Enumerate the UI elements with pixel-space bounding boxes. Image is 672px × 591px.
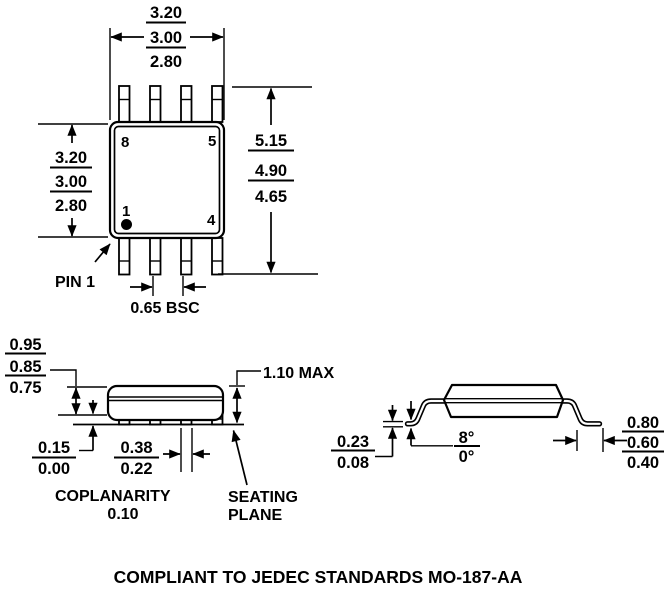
lead-span-typ: 4.90 <box>255 162 287 180</box>
lead-width-min: 0.22 <box>120 460 152 478</box>
front-body-outline <box>106 384 225 422</box>
body-thickness-max: 0.95 <box>9 336 41 354</box>
front-view: 0.95 0.85 0.75 0.15 0.00 0.38 0.22 1.10 … <box>5 336 334 524</box>
coplanarity-value: 0.10 <box>107 506 138 523</box>
seating-plane-label-line1: SEATING <box>228 489 298 506</box>
pin-number-8: 8 <box>121 134 129 151</box>
body-width-min: 2.80 <box>150 53 182 71</box>
lead-width-max: 0.38 <box>120 439 152 457</box>
top-view: 3.20 3.00 2.80 8 5 1 4 3.20 <box>38 4 318 317</box>
leader-line <box>50 369 77 386</box>
foot-length-max: 0.80 <box>627 414 659 432</box>
lead-span-max: 5.15 <box>255 132 287 150</box>
body-width-typ: 3.00 <box>150 29 182 47</box>
leader-line <box>236 370 261 385</box>
top-leads <box>118 85 224 123</box>
package-body-inner-outline <box>113 125 221 235</box>
lead-angle-min: 0° <box>459 448 475 466</box>
side-body-outline <box>442 383 565 419</box>
side-lead-right <box>558 398 603 427</box>
foot-length-typ: 0.60 <box>627 434 659 452</box>
body-height-min: 2.80 <box>55 197 87 215</box>
pin1-arrow <box>94 243 111 263</box>
body-height-typ: 3.00 <box>55 173 87 191</box>
side-view: 0.23 0.08 8° 0° 0.80 0.60 0.40 <box>331 383 664 472</box>
overall-height-label: 1.10 MAX <box>263 365 334 382</box>
body-width-max: 3.20 <box>150 4 182 22</box>
body-height-max: 3.20 <box>55 149 87 167</box>
lead-thickness-max: 0.23 <box>337 433 369 451</box>
pin1-dot <box>121 219 132 230</box>
pin-number-5: 5 <box>208 133 216 150</box>
standoff-min: 0.00 <box>38 460 70 478</box>
package-body-outline <box>108 120 226 240</box>
standoff-max: 0.15 <box>38 439 70 457</box>
side-lead-left <box>404 398 449 427</box>
body-thickness-min: 0.75 <box>9 379 41 397</box>
lead-span-min: 4.65 <box>255 188 287 206</box>
body-thickness-typ: 0.85 <box>9 358 41 376</box>
lead-pitch-label: 0.65 BSC <box>130 300 200 317</box>
bottom-leads <box>118 237 224 276</box>
lead-thickness-min: 0.08 <box>337 454 369 472</box>
coplanarity-label: COPLANARITY <box>55 488 171 505</box>
pin1-label: PIN 1 <box>55 274 95 291</box>
pin-number-4: 4 <box>207 212 216 229</box>
seating-plane-label-line2: PLANE <box>228 507 283 524</box>
lead-angle-max: 8° <box>459 429 475 447</box>
foot-length-min: 0.40 <box>627 454 659 472</box>
compliance-note: COMPLIANT TO JEDEC STANDARDS MO-187-AA <box>114 567 523 587</box>
pin-number-1: 1 <box>122 203 130 220</box>
seating-plane-arrow <box>231 429 248 486</box>
